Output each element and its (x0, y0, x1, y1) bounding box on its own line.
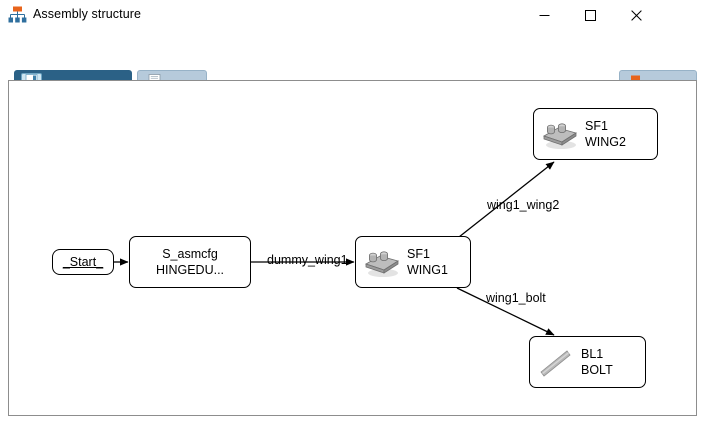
minimize-icon (539, 14, 549, 16)
node-bolt-text: BL1 BOLT (581, 346, 613, 378)
node-wing2[interactable]: SF1 WING2 (533, 108, 658, 160)
minimize-button[interactable] (521, 0, 567, 30)
toolbar: Save as image... Print... (0, 30, 705, 102)
window-title: Assembly structure (33, 7, 142, 21)
assembly-part-icon (363, 246, 401, 278)
title-bar: Assembly structure (0, 0, 705, 30)
node-wing2-line2: WING2 (585, 135, 626, 149)
edge-label-wing1-wing2: wing1_wing2 (487, 198, 560, 212)
maximize-icon (584, 9, 596, 21)
assembly-part-icon (541, 118, 579, 150)
close-button[interactable] (613, 0, 659, 30)
edge-label-wing1-bolt: wing1_bolt (486, 291, 546, 305)
node-wing1[interactable]: SF1 WING1 (355, 236, 471, 288)
node-bolt[interactable]: BL1 BOLT (529, 336, 646, 388)
graph-edges (114, 161, 555, 336)
node-wing2-line1: SF1 (585, 119, 608, 133)
node-bolt-line1: BL1 (581, 347, 604, 361)
node-asmcfg-line2: HINGEDU... (155, 263, 225, 277)
node-wing1-line2: WING1 (407, 263, 448, 277)
node-start[interactable]: _Start_ (52, 249, 114, 275)
edge-wing1-wing2 (458, 161, 555, 238)
node-wing2-text: SF1 WING2 (585, 118, 626, 150)
diagram-canvas[interactable]: _Start_ S_asmcfg HINGEDU... (8, 80, 697, 416)
node-bolt-line2: BOLT (581, 363, 613, 377)
node-wing1-text: SF1 WING1 (407, 246, 448, 278)
edge-label-dummy-wing1: dummy_wing1 (267, 253, 348, 267)
node-start-label: _Start_ (62, 255, 104, 269)
org-chart-icon (8, 6, 27, 24)
edge-wing1-bolt (456, 287, 555, 336)
node-asmcfg[interactable]: S_asmcfg HINGEDU... (129, 236, 251, 288)
node-wing1-line1: SF1 (407, 247, 430, 261)
maximize-button[interactable] (567, 0, 613, 30)
bolt-part-icon (537, 346, 575, 378)
node-asmcfg-text: S_asmcfg HINGEDU... (156, 246, 224, 278)
close-icon (630, 9, 642, 21)
node-asmcfg-line1: S_asmcfg (162, 247, 218, 261)
